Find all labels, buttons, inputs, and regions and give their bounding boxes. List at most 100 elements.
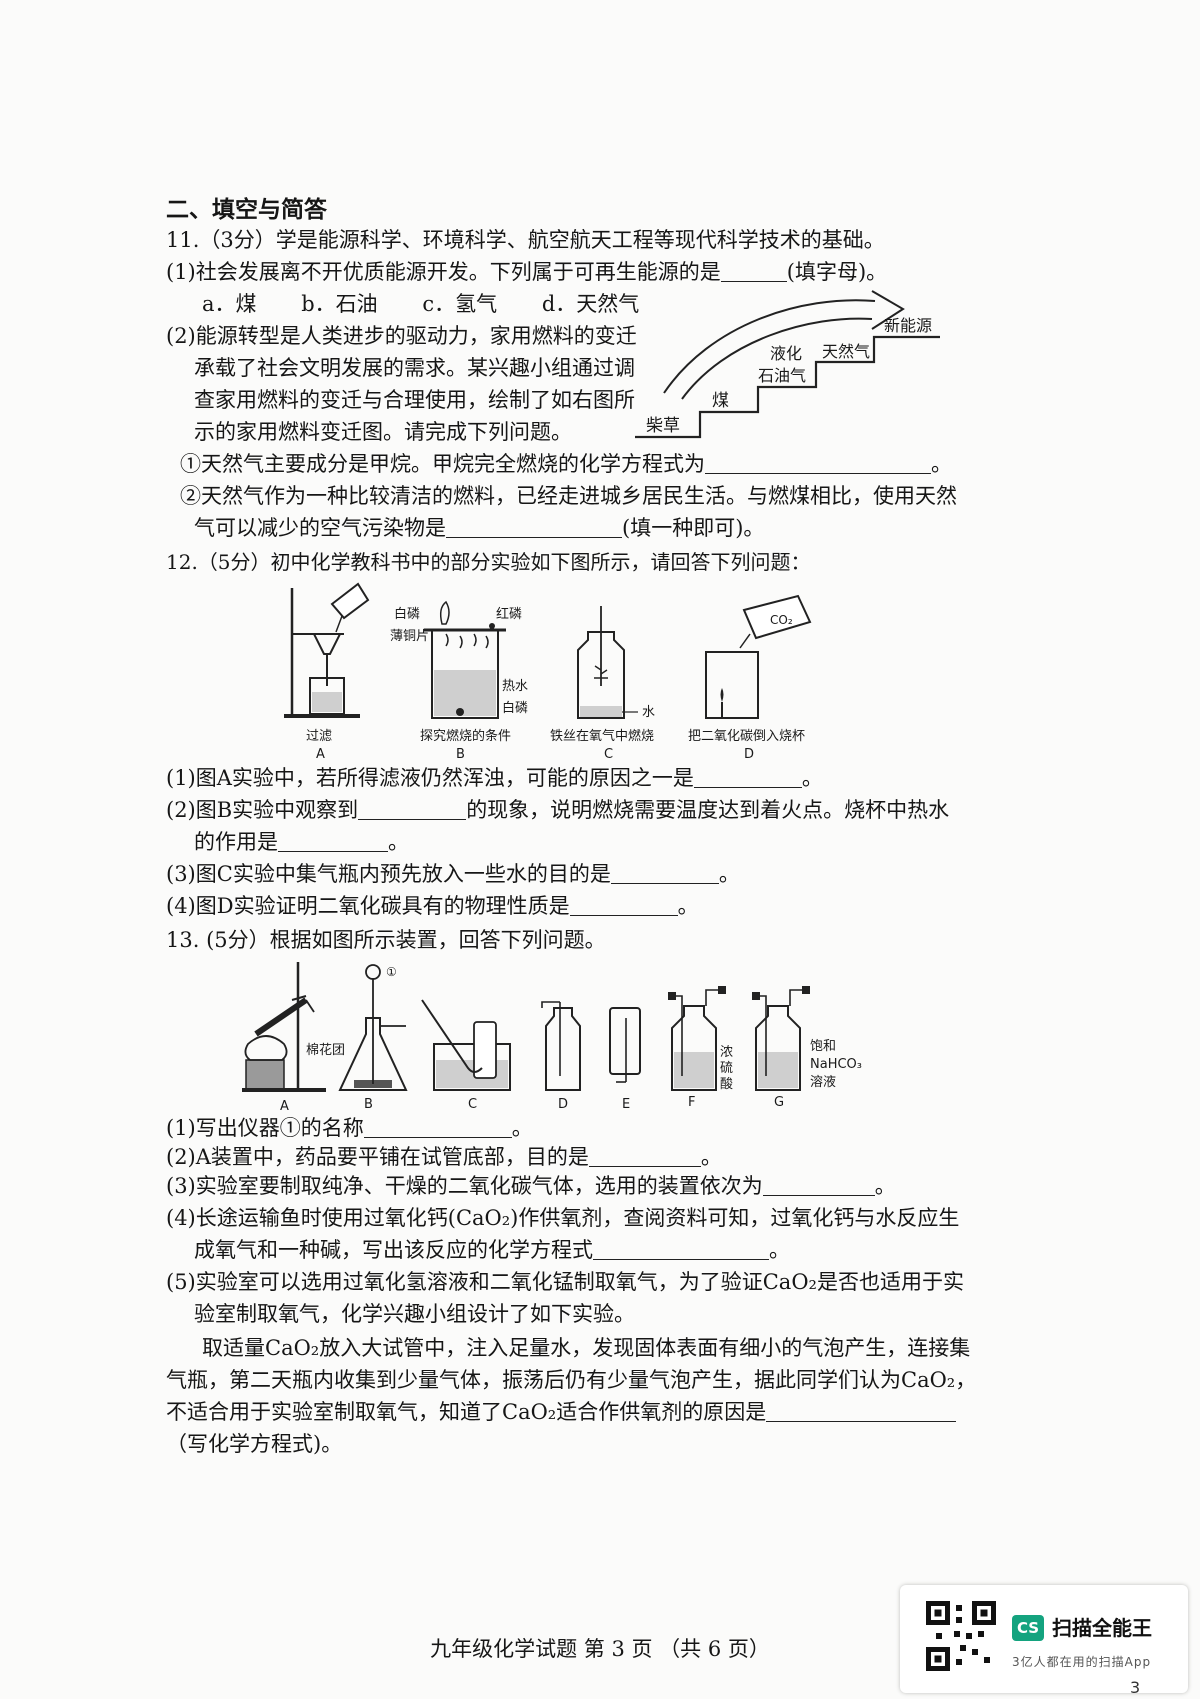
q13-part5-text: 不适合用于实验室制取氧气，知道了CaO₂适合作供氧剂的原因是 xyxy=(166,1400,767,1424)
q11-sub2-tail: (填一种即可)。 xyxy=(622,516,765,540)
section-title: 二、填空与简答 xyxy=(166,196,327,223)
answer-blank xyxy=(278,831,388,852)
apparatus-a-filtration xyxy=(284,582,370,718)
q11-part1-text: (1)社会发展离不开优质能源开发。下列属于可再生能源的是 xyxy=(166,260,721,284)
q13-part4-tail: 。 xyxy=(769,1238,790,1262)
answer-blank xyxy=(693,767,802,788)
letter-d: D xyxy=(744,747,754,762)
app-logo-icon: CS xyxy=(1012,1615,1044,1641)
letter-c: C xyxy=(468,1097,477,1112)
apparatus-d-co2-pour xyxy=(705,594,812,719)
option-b: b．石油 xyxy=(301,292,378,316)
q11-part2-line2: 承载了社会文明发展的需求。某兴趣小组通过调 xyxy=(194,356,635,380)
q11-part1: (1)社会发展离不开优质能源开发。下列属于可再生能源的是 (填字母)。 xyxy=(166,258,887,286)
q13-part4-text: 成氧气和一种碱，写出该反应的化学方程式 xyxy=(194,1238,593,1262)
q12-part1: (1)图A实验中，若所得滤液仍然浑浊，可能的原因之一是。 xyxy=(166,764,823,792)
q11-sub1-tail: 。 xyxy=(931,452,952,476)
caption-c: 铁丝在氧气中燃烧 xyxy=(550,728,654,744)
apparatus-f xyxy=(668,986,726,1091)
q11-part2-line4: 示的家用燃料变迁图。请完成下列问题。 xyxy=(194,420,572,444)
caption-b: 探究燃烧的条件 xyxy=(420,728,511,744)
q13-part2-tail: 。 xyxy=(700,1145,722,1169)
letter-b: B xyxy=(364,1097,373,1112)
step-label: 柴草 xyxy=(646,416,680,436)
q13-part3: (3)实验室要制取纯净、干燥的二氧化碳气体，选用的装置依次为。 xyxy=(166,1172,896,1200)
label-red-phosphorus: 红磷 xyxy=(496,606,522,622)
q12-part2-line2: 的作用是。 xyxy=(194,828,409,856)
q11-part2-line1: (2)能源转型是人类进步的驱动力，家用燃料的变迁 xyxy=(166,324,637,348)
label-acid-1: 浓 xyxy=(720,1045,733,1060)
apparatus-d xyxy=(541,1001,581,1091)
q13-part5-line6: （写化学方程式)。 xyxy=(166,1432,343,1456)
label-acid-3: 酸 xyxy=(720,1077,733,1092)
q13-part1-text: (1)写出仪器①的名称 xyxy=(166,1116,364,1140)
caption-a: 过滤 xyxy=(306,729,332,744)
answer-blank xyxy=(569,895,678,916)
letter-d: D xyxy=(558,1097,568,1112)
letter-c: C xyxy=(604,747,613,762)
answer-blank xyxy=(593,1239,769,1260)
q11-sub1: ①天然气主要成分是甲烷。甲烷完全燃烧的化学方程式为 。 xyxy=(180,450,952,478)
app-tagline: 3亿人都在用的扫描App xyxy=(1012,1655,1152,1669)
q12-part2: (2)图B实验中观察到的现象，说明燃烧需要温度达到着火点。烧杯中热水 xyxy=(166,796,949,824)
q13-part5-line2: 验室制取氧气，化学兴趣小组设计了如下实验。 xyxy=(194,1302,635,1326)
answer-blank xyxy=(705,453,931,474)
step-label: 石油气 xyxy=(758,366,806,385)
q13-part5-line1: (5)实验室可以选用过氧化氢溶液和二氧化锰制取氧气，为了验证CaO₂是否也适用于… xyxy=(166,1270,964,1294)
answer-blank xyxy=(358,799,467,820)
label-water: 水 xyxy=(642,705,655,720)
scanner-watermark: CS 扫描全能王 3亿人都在用的扫描App xyxy=(900,1585,1188,1693)
label-solution-3: 溶液 xyxy=(810,1075,836,1090)
apparatus-b xyxy=(338,964,408,1091)
answer-blank xyxy=(720,261,787,282)
q11-stem: 11.（3分）学是能源科学、环境科学、航空航天工程等现代科学技术的基础。 xyxy=(166,228,885,252)
answer-blank xyxy=(762,1175,875,1196)
q11-part1-tail: (填字母)。 xyxy=(786,260,888,284)
q13-part5-line5: 不适合用于实验室制取氧气，知道了CaO₂适合作供氧剂的原因是 xyxy=(166,1398,957,1426)
q13-part5-line4: 气瓶，第二天瓶内收集到少量气体，振荡后仍有少量气泡产生，据此同学们认为CaO₂， xyxy=(166,1368,977,1392)
option-d: d．天然气 xyxy=(541,292,640,316)
q11-part2-line3: 查家用燃料的变迁与合理使用，绘制了如右图所 xyxy=(194,388,635,412)
app-name: 扫描全能王 xyxy=(1052,1616,1152,1640)
page-number-mark: 3 xyxy=(1130,1678,1141,1697)
letter-a: A xyxy=(280,1099,289,1114)
label-solution-1: 饱和 xyxy=(810,1039,836,1054)
answer-blank xyxy=(610,863,719,884)
q13-part3-tail: 。 xyxy=(874,1174,896,1198)
fuel-transition-figure: 柴草 煤 液化 石油气 天然气 新能源 xyxy=(635,290,940,439)
apparatus-g xyxy=(752,986,810,1091)
q13-part1: (1)写出仪器①的名称 。 xyxy=(166,1114,533,1142)
label-copper-sheet: 薄铜片 xyxy=(390,629,429,644)
label-acid-2: 硫 xyxy=(720,1061,733,1076)
label-white-phosphorus: 白磷 xyxy=(394,606,420,622)
apparatus-c-iron-wire xyxy=(577,606,638,719)
q12-stem: 12.（5分）初中化学教科书中的部分实验如下图所示，请回答下列问题： xyxy=(166,550,811,574)
label-hot-water: 热水 xyxy=(502,679,528,694)
q12-part2-text-a: (2)图B实验中观察到 xyxy=(166,798,359,822)
answer-blank xyxy=(363,1117,512,1138)
answer-blank xyxy=(766,1401,957,1422)
q13-part1-tail: 。 xyxy=(511,1116,533,1140)
q13-part4-line2: 成氧气和一种碱，写出该反应的化学方程式 。 xyxy=(194,1236,790,1264)
q11-sub2-line2: 气可以减少的空气污染物是 (填一种即可)。 xyxy=(194,514,764,542)
step-label: 新能源 xyxy=(884,316,932,335)
label-cotton: 棉花团 xyxy=(306,1042,345,1058)
q13-part5-line3: 取适量CaO₂放入大试管中，注入足量水，发现固体表面有细小的气泡产生，连接集 xyxy=(202,1336,971,1360)
q12-part3-tail: 。 xyxy=(718,862,740,886)
q12-part4-tail: 。 xyxy=(677,894,699,918)
q12-part4-text: (4)图D实验证明二氧化碳具有的物理性质是 xyxy=(166,894,570,918)
q12-part2-tail: 。 xyxy=(388,830,409,854)
step-label: 煤 xyxy=(712,391,729,411)
q11-sub1-text: ①天然气主要成分是甲烷。甲烷完全燃烧的化学方程式为 xyxy=(180,452,705,476)
label-instrument-1: ① xyxy=(386,965,397,979)
caption-d: 把二氧化碳倒入烧杯 xyxy=(688,729,805,744)
apparatus-b-combustion xyxy=(424,600,506,719)
answer-blank xyxy=(588,1146,701,1167)
apparatus-c xyxy=(421,999,511,1091)
q13-part2: (2)A装置中，药品要平铺在试管底部，目的是 。 xyxy=(166,1143,722,1171)
q11-sub2-text: 气可以减少的空气污染物是 xyxy=(194,516,446,540)
q13-part2-text: (2)A装置中，药品要平铺在试管底部，目的是 xyxy=(166,1145,589,1169)
label-solution-2: NaHCO₃ xyxy=(810,1057,862,1072)
letter-e: E xyxy=(622,1097,630,1112)
apparatus-e xyxy=(609,1007,641,1083)
